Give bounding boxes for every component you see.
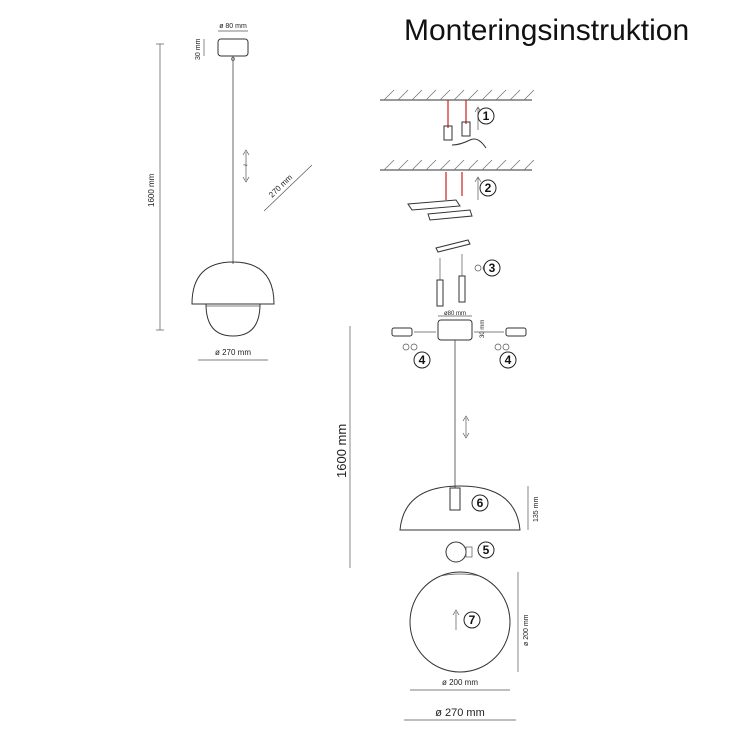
page-title: Monteringsinstruktion — [404, 14, 690, 47]
right-globe — [409, 571, 511, 673]
step-5: 5 — [483, 543, 490, 557]
right-shade-height: 135 mm — [533, 497, 540, 522]
right-shade — [399, 485, 521, 531]
right-globe-diameter: ø 200 mm — [442, 678, 478, 687]
step-3: 3 — [489, 261, 496, 275]
left-shade — [191, 261, 275, 305]
right-canopy-diameter: ø80 mm — [444, 311, 466, 317]
right-shade-diameter: ø 270 mm — [435, 707, 485, 719]
right-canopy-height: 30 mm — [480, 320, 486, 338]
left-globe — [205, 303, 261, 337]
left-shade-diameter: ø 270 mm — [215, 348, 251, 357]
right-total-height: 1600 mm — [334, 424, 349, 478]
left-total-height: 1600 mm — [147, 173, 156, 207]
left-canopy-diameter: ø 80 mm — [219, 23, 247, 30]
step-4-left: 4 — [419, 353, 426, 367]
left-canopy-height: 30 mm — [195, 38, 202, 60]
left-canopy — [217, 38, 249, 57]
left-overview: ø 80 mm 30 mm ~ 270 mm 1600 mm ø 270 mm — [147, 23, 313, 361]
step-1: 1 — [483, 109, 490, 123]
right-globe-height: ø 200 mm — [523, 614, 530, 646]
adjust-icon: ~ — [243, 161, 248, 170]
step-6: 6 — [477, 496, 484, 510]
step-2: 2 — [485, 181, 492, 195]
right-canopy — [437, 319, 473, 341]
step-4-right: 4 — [505, 353, 512, 367]
step-badges: 1 2 3 4 4 5 6 7 — [413, 107, 517, 629]
step-7: 7 — [469, 613, 476, 627]
right-exploded-view: ø80 mm 30 mm 1600 mm 135 mm ø 200 mm — [334, 89, 540, 721]
bulb — [445, 541, 467, 563]
